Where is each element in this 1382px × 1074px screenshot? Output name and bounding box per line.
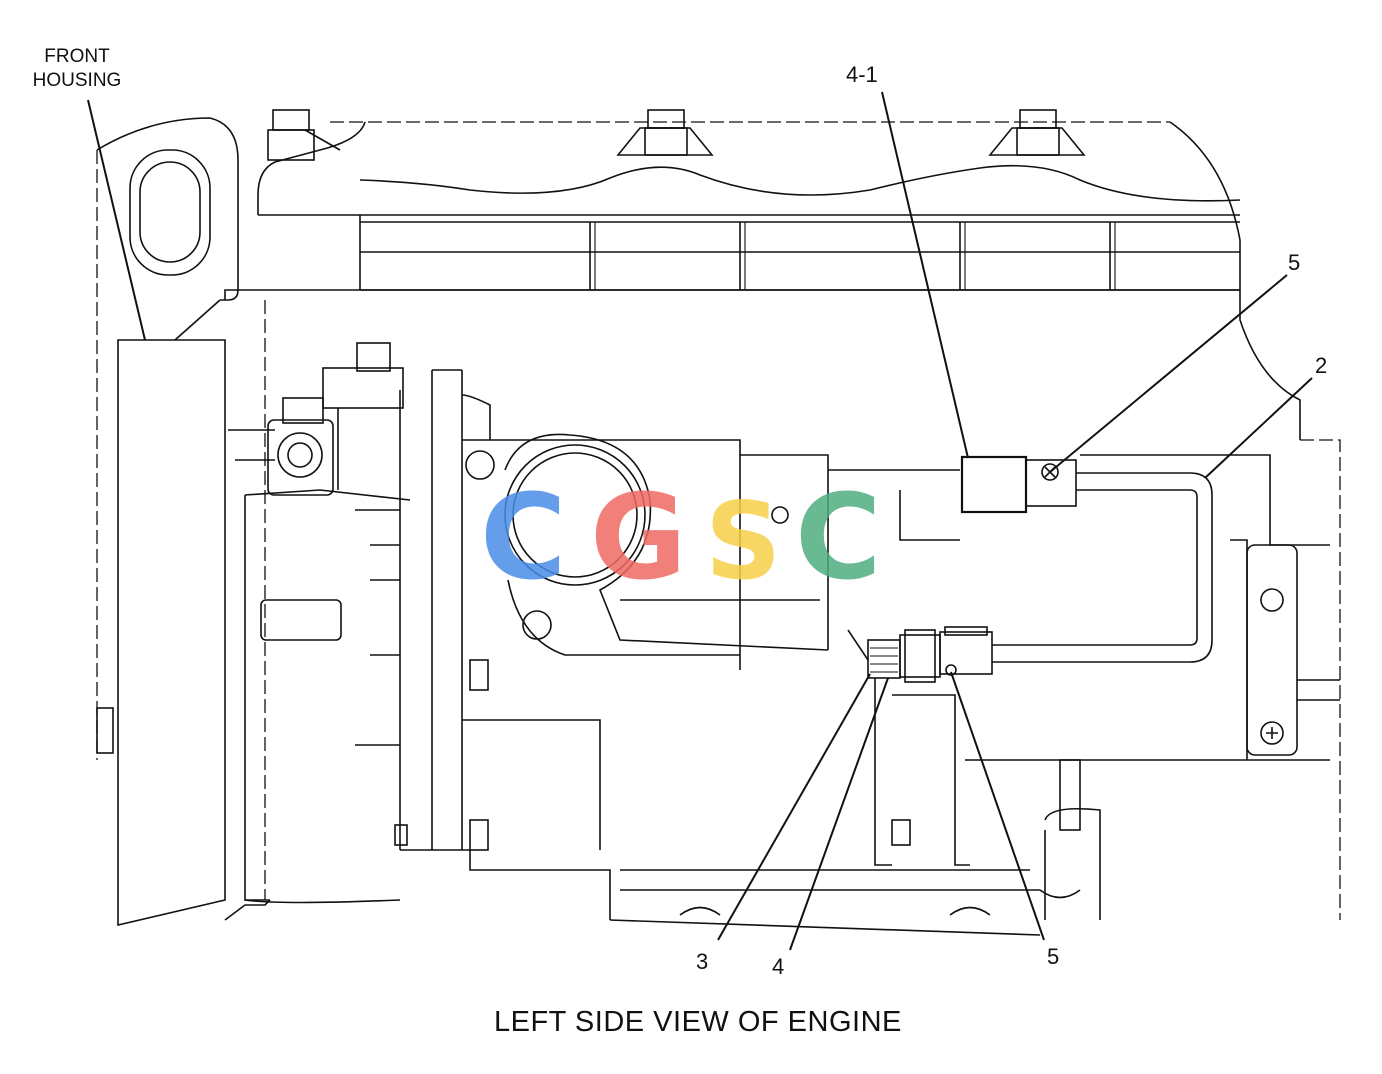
callout-4: 4 [772, 954, 785, 979]
cgsc-watermark: C G S C [480, 468, 882, 606]
callout-2: 2 [1315, 353, 1328, 378]
front-housing-line1: FRONT [44, 46, 110, 67]
leader-2 [1204, 377, 1313, 479]
leader-3 [717, 673, 871, 941]
front-housing-label: FRONT HOUSING [22, 45, 132, 93]
watermark-letter-c1: C [480, 468, 567, 606]
callout-5-bottom: 5 [1047, 944, 1060, 969]
leader-5-bottom [950, 671, 1045, 941]
callout-5-top: 5 [1288, 250, 1301, 275]
lower-block-drawing [224, 439, 1341, 936]
leader-lines [87, 91, 1313, 951]
watermark-letter-s: S [705, 480, 781, 603]
leader-front-housing [87, 99, 146, 341]
diagram-caption: LEFT SIDE VIEW OF ENGINE [494, 1006, 902, 1038]
callout-4-1: 4-1 [846, 62, 878, 87]
front-housing-line2: HOUSING [32, 70, 122, 91]
watermark-letter-c2: C [795, 468, 882, 606]
valve-cover-drawing [224, 121, 1301, 440]
front-housing-drawing [96, 117, 239, 927]
top-bolts-drawing [267, 109, 1086, 161]
leader-4-1 [881, 91, 969, 459]
fuel-line-drawing [847, 455, 1213, 683]
callout-3: 3 [696, 949, 709, 974]
engine-block-drawing [228, 300, 960, 920]
watermark-letter-g: G [590, 468, 687, 606]
leader-5-top [1049, 274, 1288, 473]
leader-4 [789, 677, 889, 951]
